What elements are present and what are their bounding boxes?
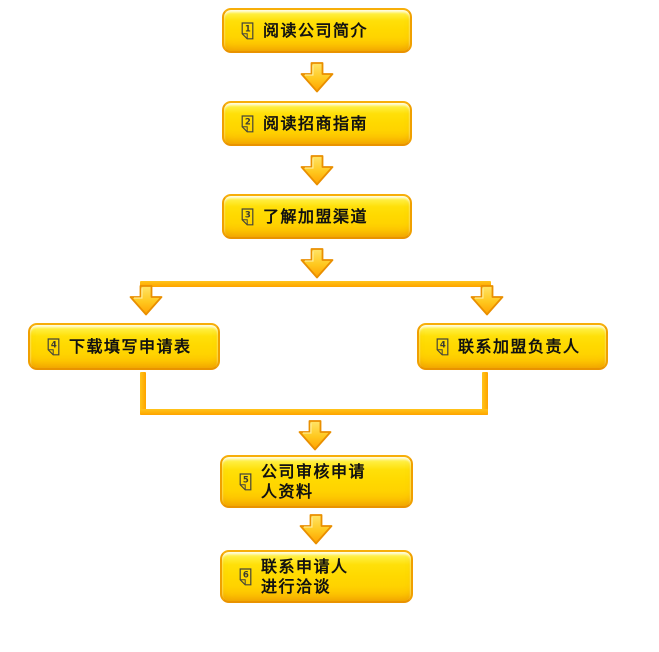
down-arrow-icon: [298, 420, 332, 451]
down-arrow-icon: [129, 285, 163, 316]
flow-node-read-investment-guide[interactable]: 2 阅读招商指南: [222, 101, 412, 146]
flow-node-label: 阅读招商指南: [263, 113, 369, 133]
flow-node-label: 阅读公司简介: [263, 20, 369, 40]
down-arrow-icon: [300, 62, 334, 93]
page-icon-number: 1: [245, 24, 251, 34]
numbered-page-icon: 4: [436, 337, 449, 355]
flow-node-contact-applicant-negotiate[interactable]: 6 联系申请人 进行洽谈: [220, 550, 413, 603]
page-icon-number: 3: [245, 210, 251, 220]
numbered-page-icon: 6: [239, 567, 252, 585]
flow-node-company-review-applicant[interactable]: 5 公司审核申请 人资料: [220, 455, 413, 508]
numbered-page-icon: 1: [241, 21, 254, 39]
connector-split-bar: [140, 281, 491, 287]
flow-node-learn-franchise-channels[interactable]: 3 了解加盟渠道: [222, 194, 412, 239]
flow-node-label: 联系申请人 进行洽谈: [261, 556, 349, 596]
down-arrow-icon: [299, 514, 333, 545]
numbered-page-icon: 2: [241, 114, 254, 132]
page-icon-number: 4: [440, 340, 446, 350]
flow-node-download-application-form[interactable]: 4 下载填写申请表: [28, 323, 220, 370]
connector-right-vertical: [482, 372, 488, 415]
down-arrow-icon: [300, 155, 334, 186]
flow-node-read-company-intro[interactable]: 1 阅读公司简介: [222, 8, 412, 53]
page-icon-number: 4: [51, 340, 57, 350]
numbered-page-icon: 3: [241, 207, 254, 225]
connector-merge-bar: [140, 409, 488, 415]
flow-node-contact-franchise-manager[interactable]: 4 联系加盟负责人: [417, 323, 608, 370]
connector-left-vertical: [140, 372, 146, 415]
down-arrow-icon: [300, 248, 334, 279]
page-icon-number: 2: [245, 117, 251, 127]
flow-node-label: 了解加盟渠道: [263, 206, 369, 226]
flow-node-label: 公司审核申请 人资料: [261, 461, 367, 501]
page-icon-number: 5: [243, 475, 249, 485]
flow-node-label: 下载填写申请表: [69, 336, 192, 356]
flow-node-label: 联系加盟负责人: [458, 336, 581, 356]
down-arrow-icon: [470, 285, 504, 316]
page-icon-number: 6: [243, 570, 249, 580]
numbered-page-icon: 5: [239, 472, 252, 490]
numbered-page-icon: 4: [47, 337, 60, 355]
